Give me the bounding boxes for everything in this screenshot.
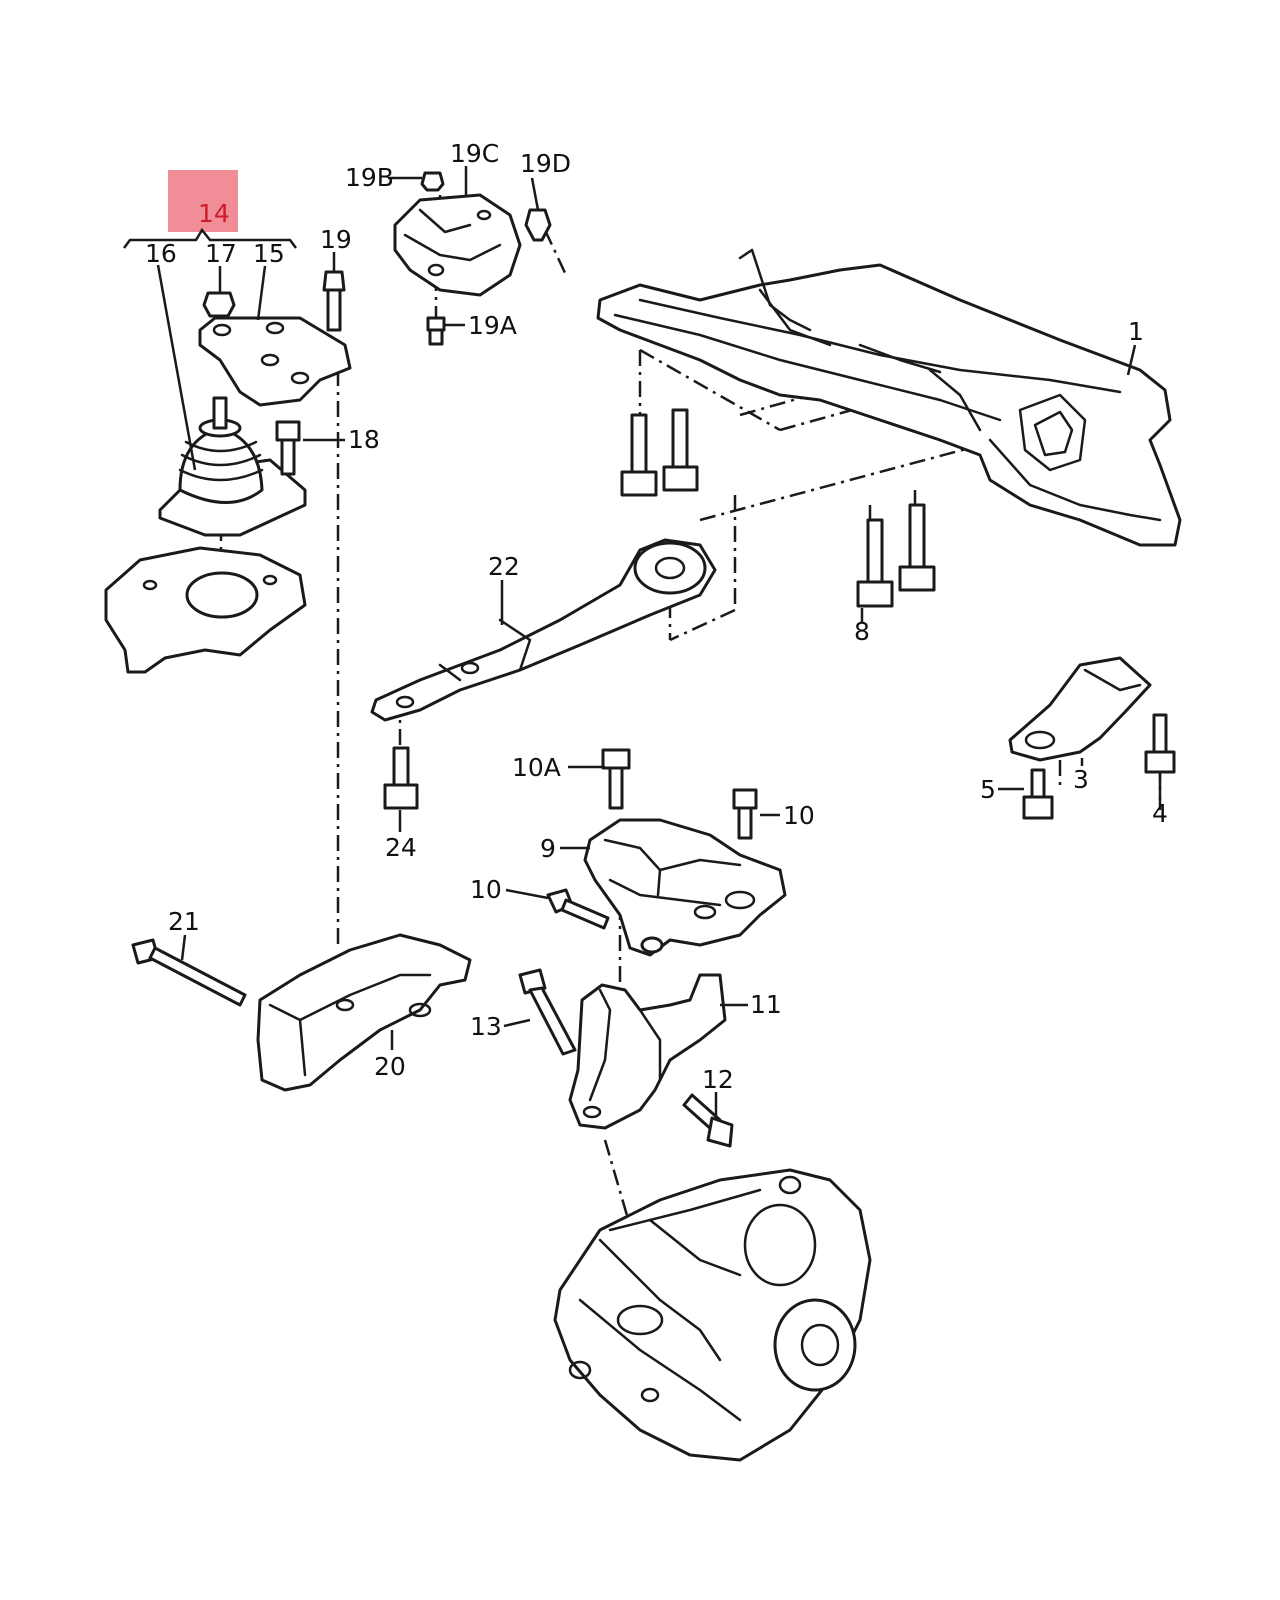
- callout-3: 3: [1073, 765, 1089, 794]
- gearbox-housing: [553, 1168, 872, 1462]
- engine-mount-part-16: [158, 396, 307, 537]
- callout-19d: 19D: [520, 149, 571, 178]
- gearbox-mount-part-9: [583, 818, 787, 957]
- callout-11: 11: [750, 990, 782, 1019]
- callout-19a: 19A: [468, 311, 517, 340]
- cover-part-19c: [393, 193, 522, 297]
- bolt-part-18: [275, 420, 301, 476]
- callout-14-highlight: [168, 170, 238, 232]
- bolt-part-19: [322, 270, 346, 332]
- callout-10-left: 10: [470, 875, 502, 904]
- callout-10: 10: [783, 801, 815, 830]
- bolt-part-10: [732, 788, 758, 840]
- bracket-part-3: [1008, 656, 1152, 762]
- callout-13: 13: [470, 1012, 502, 1041]
- callout-1: 1: [1128, 317, 1144, 346]
- nut-part-19b: [420, 171, 445, 192]
- bolt-part-13: [518, 968, 577, 1056]
- nut-part-17: [202, 291, 236, 318]
- subframe-part-1: [596, 248, 1182, 547]
- bolt-part-10a: [601, 748, 631, 810]
- bracket-part-20: [256, 933, 472, 1092]
- callout-19c: 19C: [450, 139, 499, 168]
- callout-16: 16: [145, 239, 177, 268]
- callout-19: 19: [320, 225, 352, 254]
- callout-14: 14: [198, 199, 230, 228]
- torque-arm-part-22: [370, 538, 717, 722]
- subframe-bolts: [620, 408, 936, 608]
- callout-21: 21: [168, 907, 200, 936]
- callout-19b: 19B: [345, 163, 394, 192]
- bolt-part-24: [383, 746, 419, 810]
- bolt-part-4: [1144, 713, 1176, 774]
- bolt-part-19a: [426, 316, 446, 346]
- clip-part-19d: [524, 208, 552, 242]
- callout-labels: 14 16 17 15 19 18 19B 19C 19D 19A 1 22 8…: [145, 139, 1168, 1094]
- bolt-part-10-left: [546, 888, 610, 930]
- callout-22: 22: [488, 552, 520, 581]
- bracket-part-15: [198, 316, 352, 407]
- callout-8: 8: [854, 617, 870, 646]
- callout-15: 15: [253, 239, 285, 268]
- callout-9: 9: [540, 834, 556, 863]
- bolt-part-5: [1022, 768, 1054, 820]
- bolt-part-12: [682, 1093, 734, 1148]
- callout-24: 24: [385, 833, 417, 862]
- callout-17: 17: [205, 239, 237, 268]
- callout-4: 4: [1152, 799, 1168, 828]
- callout-18: 18: [348, 425, 380, 454]
- callout-5: 5: [980, 775, 996, 804]
- leader-lines: [123, 166, 1162, 1118]
- bolt-part-21: [131, 938, 247, 1007]
- callout-12: 12: [702, 1065, 734, 1094]
- callout-20: 20: [374, 1052, 406, 1081]
- bracket-part-11: [568, 973, 727, 1130]
- engine-bracket-plate: [104, 546, 307, 674]
- callout-10a: 10A: [512, 753, 561, 782]
